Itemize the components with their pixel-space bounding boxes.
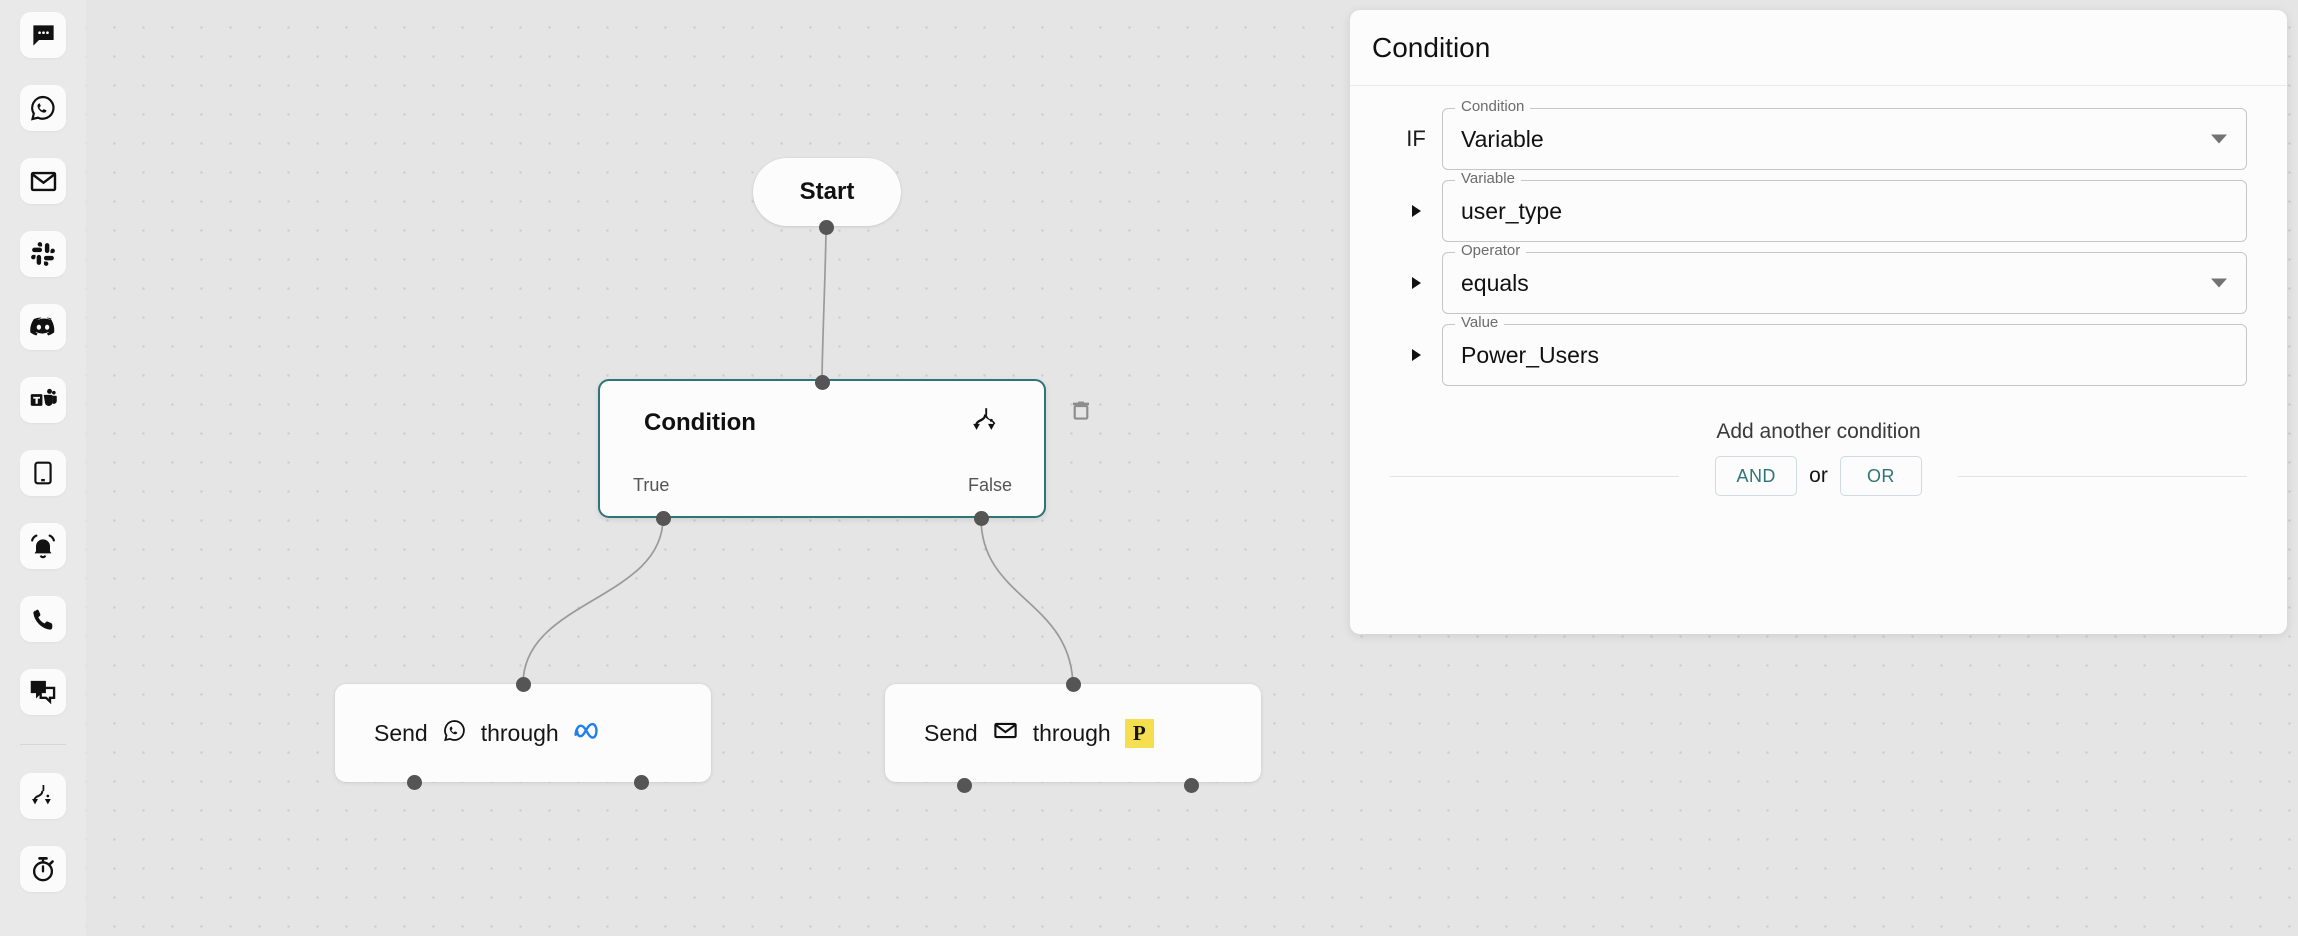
sidebar-item-chat[interactable] — [20, 12, 66, 58]
postmark-icon: P — [1124, 718, 1154, 748]
handle-send-whatsapp-source-left[interactable] — [407, 775, 422, 790]
sidebar-item-slack[interactable] — [20, 231, 66, 277]
variable-value: user_type — [1461, 197, 1563, 224]
node-condition-title: Condition — [644, 409, 756, 436]
timer-icon — [29, 855, 57, 883]
discord-icon — [28, 312, 58, 342]
operator-value: equals — [1461, 269, 1529, 296]
divider-left — [1390, 475, 1680, 477]
handle-send-email-source-right[interactable] — [1184, 778, 1199, 793]
condition-type-value: Variable — [1461, 125, 1544, 152]
branch-icon — [970, 405, 1002, 442]
envelope-icon — [992, 717, 1019, 750]
expand-variable-icon[interactable] — [1411, 205, 1421, 217]
channel-sidebar — [0, 0, 86, 936]
email-icon — [29, 167, 58, 196]
or-button[interactable]: OR — [1839, 456, 1922, 496]
expand-value-icon[interactable] — [1411, 349, 1421, 361]
add-condition-row: AND or OR — [1390, 456, 2247, 496]
node-start-label: Start — [799, 178, 855, 205]
condition-type-select[interactable]: Condition Variable — [1442, 99, 2247, 170]
chevron-down-icon — [2211, 278, 2227, 288]
node-send-whatsapp[interactable]: Send through — [335, 684, 711, 782]
mobile-push-icon — [30, 460, 56, 486]
send-email-prefix: Send — [924, 719, 978, 746]
handle-send-email-target[interactable] — [1066, 677, 1081, 692]
phone-icon — [30, 606, 57, 633]
panel-body: IF Condition Variable Variable user_type — [1350, 86, 2287, 510]
value-legend: Value — [1455, 315, 1505, 330]
variable-input[interactable]: Variable user_type — [1442, 171, 2247, 242]
delete-node-button[interactable] — [1065, 396, 1097, 428]
alarm-icon — [29, 532, 57, 560]
node-start[interactable]: Start — [753, 158, 901, 226]
slack-icon — [30, 241, 56, 267]
panel-header: Condition — [1350, 10, 2287, 86]
expand-operator-icon[interactable] — [1411, 277, 1421, 289]
send-whatsapp-prefix: Send — [374, 719, 428, 746]
sidebar-item-alarm[interactable] — [20, 523, 66, 569]
sidebar-item-timer[interactable] — [20, 846, 66, 892]
sidebar-item-branch[interactable] — [20, 773, 66, 819]
field-row-variable: Variable user_type — [1390, 171, 2247, 242]
handle-send-whatsapp-target[interactable] — [516, 677, 531, 692]
handle-send-whatsapp-source-right[interactable] — [634, 775, 649, 790]
condition-type-legend: Condition — [1455, 99, 1531, 114]
trash-icon — [1068, 397, 1094, 428]
node-condition-false-label: False — [967, 475, 1012, 495]
teams-icon — [29, 386, 57, 414]
node-condition-true-label: True — [633, 475, 670, 495]
sidebar-divider — [20, 744, 66, 745]
handle-condition-target[interactable] — [815, 375, 830, 390]
sidebar-item-email[interactable] — [20, 158, 66, 204]
sidebar-item-mobile-push[interactable] — [20, 450, 66, 496]
sidebar-item-whatsapp[interactable] — [20, 85, 66, 131]
send-whatsapp-middle: through — [480, 719, 559, 746]
add-condition-section: Add another condition AND or OR — [1390, 420, 2247, 510]
if-label: IF — [1406, 126, 1426, 151]
chat-icon — [30, 22, 57, 49]
and-button[interactable]: AND — [1715, 456, 1798, 496]
chevron-down-icon — [2211, 134, 2227, 144]
sidebar-item-teams[interactable] — [20, 377, 66, 423]
handle-condition-true-source[interactable] — [656, 511, 671, 526]
sidebar-item-discord[interactable] — [20, 304, 66, 350]
whatsapp-icon — [442, 718, 467, 749]
value-input[interactable]: Value Power_Users — [1442, 315, 2247, 386]
sidebar-item-phone[interactable] — [20, 596, 66, 642]
variable-legend: Variable — [1455, 171, 1521, 186]
send-email-middle: through — [1032, 719, 1111, 746]
divider-right — [1957, 475, 2247, 477]
operator-legend: Operator — [1455, 243, 1527, 258]
inbox-chat-icon — [29, 678, 57, 706]
sidebar-item-inbox-chat[interactable] — [20, 669, 66, 715]
handle-send-email-source-left[interactable] — [957, 778, 972, 793]
field-row-condition: IF Condition Variable — [1390, 99, 2247, 170]
handle-start-source[interactable] — [819, 220, 834, 235]
add-condition-label: Add another condition — [1716, 420, 1921, 443]
value-value: Power_Users — [1461, 341, 1600, 368]
or-text: or — [1809, 464, 1828, 487]
node-condition[interactable]: Condition True False — [598, 379, 1046, 518]
field-row-operator: Operator equals — [1390, 243, 2247, 314]
panel-title: Condition — [1372, 31, 1491, 63]
whatsapp-icon — [29, 94, 57, 122]
branch-icon — [29, 782, 57, 810]
handle-condition-false-source[interactable] — [974, 511, 989, 526]
condition-settings-panel: Condition IF Condition Variable Variable… — [1350, 10, 2287, 634]
field-row-value: Value Power_Users — [1390, 315, 2247, 386]
operator-select[interactable]: Operator equals — [1442, 243, 2247, 314]
node-send-email[interactable]: Send through P — [885, 684, 1261, 782]
meta-icon — [573, 720, 603, 747]
